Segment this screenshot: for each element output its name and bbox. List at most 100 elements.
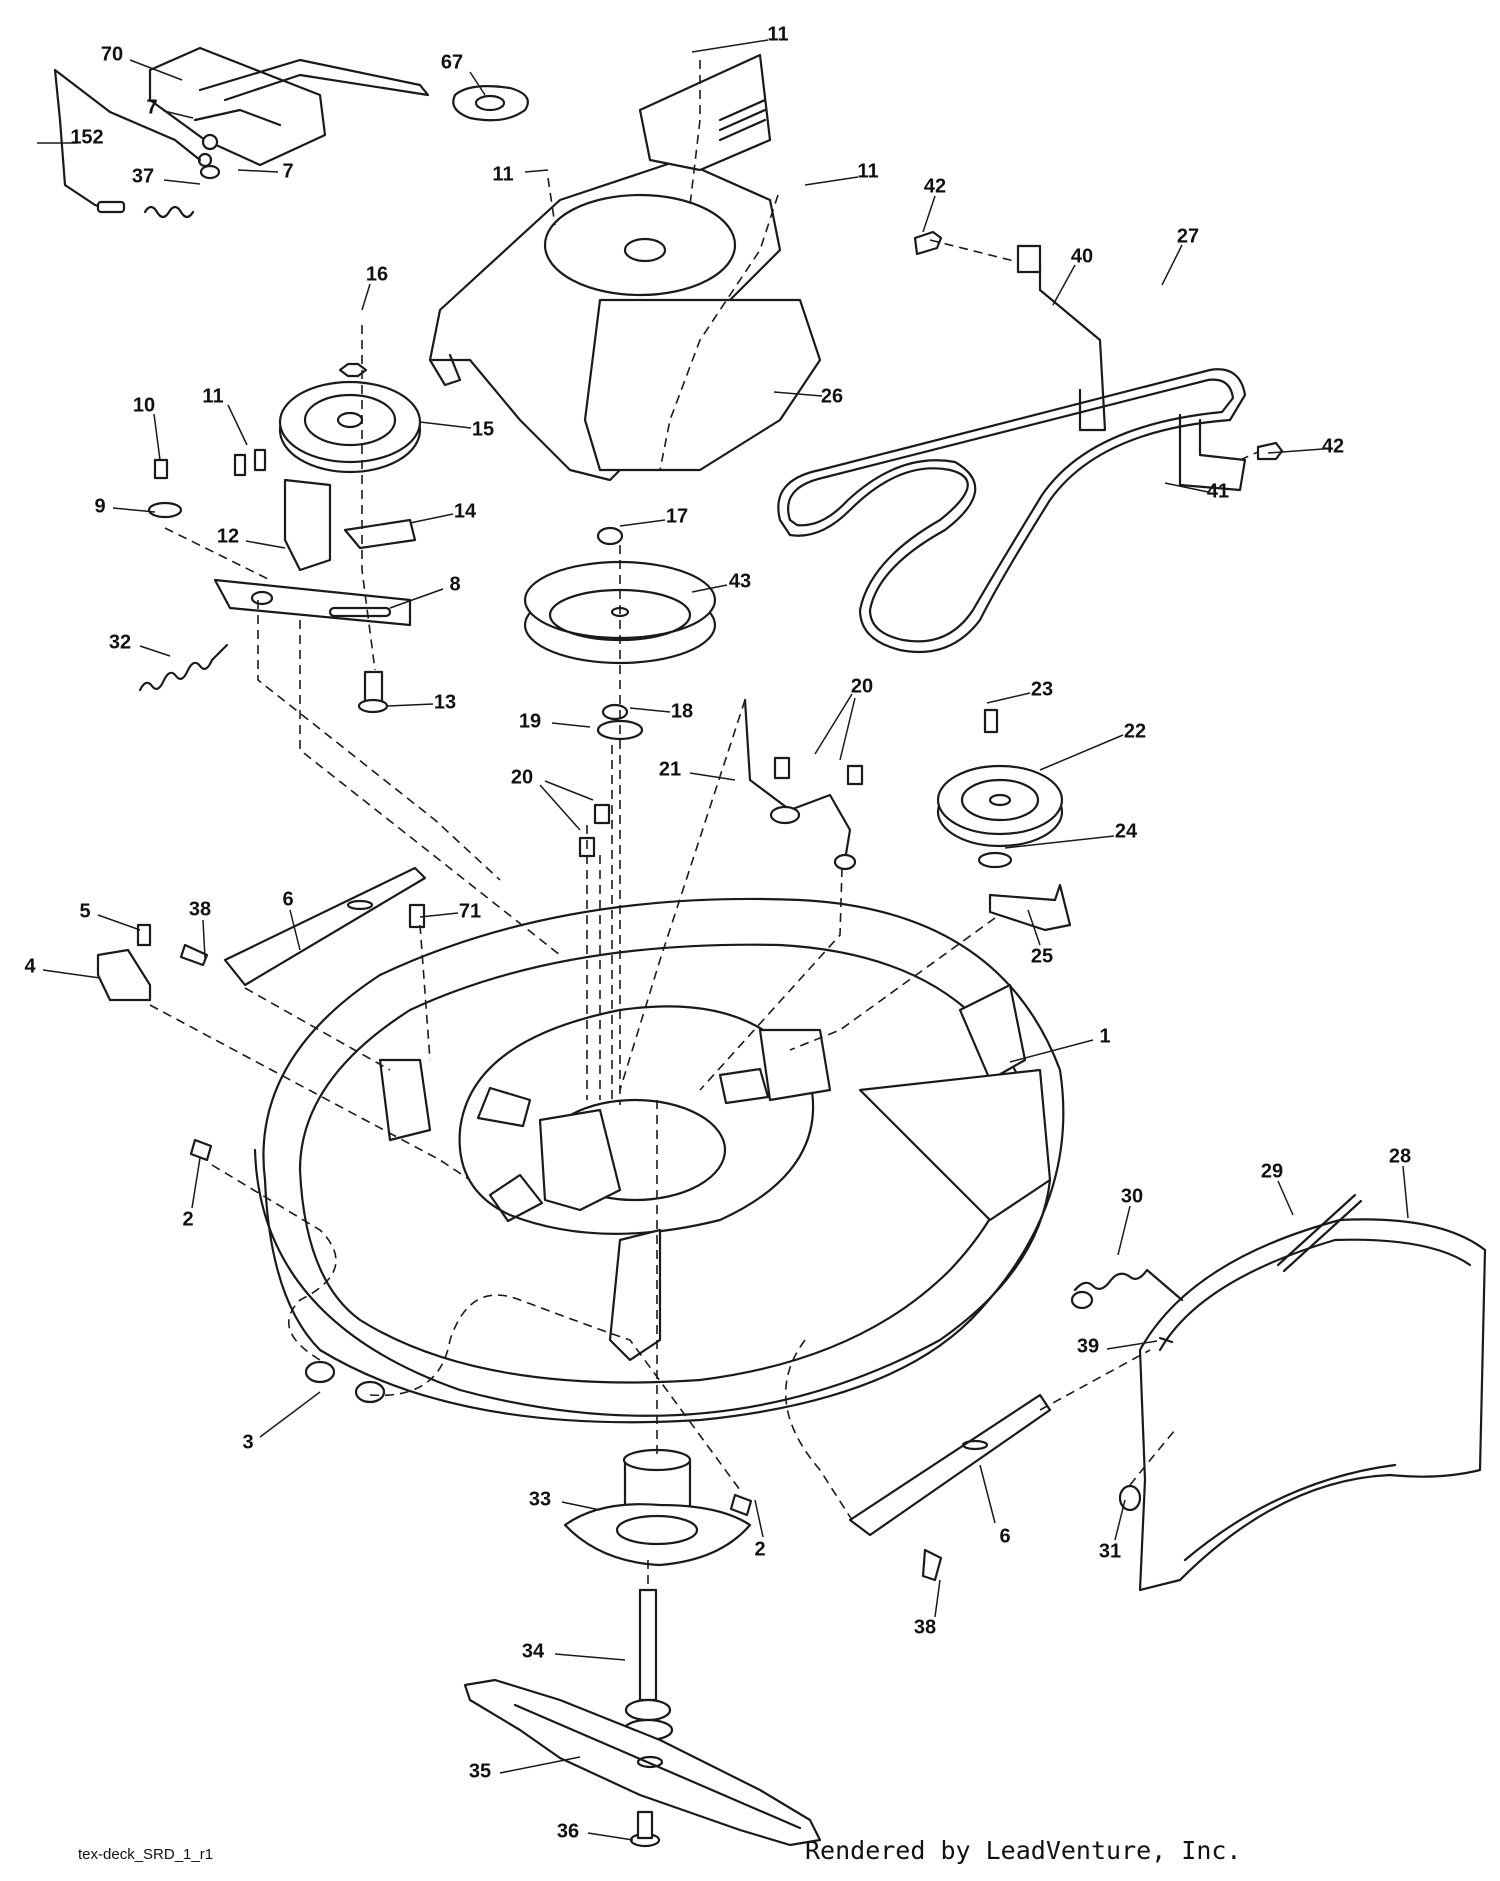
callout-c21: 21	[659, 758, 681, 780]
leader-c14	[409, 513, 454, 524]
callout-c36: 36	[557, 1820, 579, 1842]
leader-c43	[691, 584, 728, 593]
callout-c2a: 2	[182, 1208, 193, 1230]
render-credit: Rendered by LeadVenture, Inc.	[805, 1836, 1242, 1865]
studs-2	[189, 1138, 753, 1517]
callout-c20a: 20	[851, 675, 873, 697]
decal-part	[452, 85, 529, 122]
leader-c42a	[922, 195, 936, 233]
leader-c11d	[227, 404, 248, 446]
idler-arm-21	[743, 698, 857, 871]
belt-guides-40-41	[1016, 244, 1247, 492]
callout-c71: 71	[459, 900, 481, 922]
callout-c4: 4	[24, 955, 36, 977]
leader-c22	[1039, 734, 1124, 771]
drawing-id: tex-deck_SRD_1_r1	[78, 1846, 214, 1863]
callout-c25: 25	[1031, 945, 1053, 967]
callout-c32: 32	[109, 631, 131, 653]
chute-rod-29	[1276, 1193, 1363, 1273]
spindle-shaft-34	[622, 1588, 674, 1742]
leader-c20a	[814, 693, 853, 755]
leader-c20d	[544, 780, 594, 801]
callout-c10: 10	[133, 394, 155, 416]
leader-c70	[129, 59, 183, 81]
leader-c9	[112, 507, 156, 513]
idler-pulley-15	[278, 362, 422, 474]
drive-belt-27	[777, 368, 1247, 654]
callout-c17: 17	[666, 505, 688, 527]
callout-c26: 26	[821, 385, 843, 407]
callout-c14: 14	[454, 500, 477, 522]
callout-c20c: 20	[511, 766, 533, 788]
leader-c20b	[839, 697, 856, 761]
leader-c18	[629, 707, 671, 713]
callout-c12: 12	[217, 525, 239, 547]
callout-c9: 9	[94, 495, 105, 517]
leader-c27	[1161, 244, 1183, 286]
leader-c13	[387, 703, 434, 707]
leader-c19	[551, 722, 591, 728]
callout-c28: 28	[1389, 1145, 1411, 1167]
callout-c11c: 11	[857, 160, 878, 182]
callout-c31: 31	[1099, 1540, 1121, 1562]
leader-c7a	[163, 110, 194, 119]
leader-c39	[1106, 1340, 1158, 1350]
callout-c11d: 11	[202, 385, 223, 407]
callout-c152: 152	[70, 126, 103, 148]
leader-c25	[1027, 909, 1041, 946]
callout-c43: 43	[729, 570, 751, 592]
assembly-guide-lines	[149, 60, 1259, 1590]
callout-c38a: 38	[189, 898, 211, 920]
leader-c16	[361, 283, 371, 311]
front-bracket-4	[96, 923, 152, 1002]
leader-c26	[773, 391, 823, 397]
mower-deck-housing	[253, 897, 1065, 1424]
leader-c12	[245, 540, 286, 549]
callout-c19: 19	[519, 710, 541, 732]
spindle-housing-33	[563, 1448, 752, 1567]
callout-c7b: 7	[282, 160, 293, 182]
leader-c23	[986, 692, 1031, 704]
leader-c11b	[524, 169, 549, 173]
bolts-42	[913, 230, 1284, 461]
control-cable	[53, 68, 221, 219]
callout-c8: 8	[449, 573, 460, 595]
callout-c11b: 11	[492, 163, 513, 185]
leader-c15	[419, 421, 472, 429]
callout-c40: 40	[1071, 245, 1093, 267]
leader-c31	[1114, 1499, 1126, 1541]
leader-c6a	[289, 909, 301, 951]
callout-c22: 22	[1124, 720, 1146, 742]
leader-c37	[163, 179, 201, 185]
callout-c3: 3	[242, 1431, 253, 1453]
leader-c10	[153, 413, 161, 461]
callout-c41: 41	[1207, 480, 1229, 502]
callout-c1: 1	[1099, 1025, 1110, 1047]
leader-c11a	[691, 39, 769, 53]
leader-c28	[1402, 1165, 1409, 1219]
leader-c17	[619, 519, 666, 527]
callout-c34: 34	[522, 1640, 545, 1662]
callout-c6a: 6	[282, 888, 293, 910]
spring-32	[138, 643, 229, 692]
idler-arm-8	[213, 578, 412, 627]
idler-pulley-22	[936, 708, 1072, 932]
callout-c37: 37	[132, 165, 154, 187]
leader-c36	[587, 1832, 634, 1841]
leader-c41	[1164, 482, 1209, 493]
leader-c38a	[202, 919, 206, 959]
leader-c40	[1052, 264, 1076, 306]
nuts-3	[304, 1360, 386, 1404]
callout-c5: 5	[79, 900, 90, 922]
deck-link-6-lower	[848, 1393, 1052, 1537]
leader-c5	[97, 914, 141, 931]
callout-c35: 35	[469, 1760, 491, 1782]
leader-c20c	[539, 784, 581, 831]
callout-leaders	[37, 39, 1409, 1841]
leader-c4	[42, 969, 101, 979]
leader-c1	[1009, 1039, 1094, 1063]
callout-c39: 39	[1077, 1335, 1099, 1357]
callout-c70: 70	[101, 43, 123, 65]
